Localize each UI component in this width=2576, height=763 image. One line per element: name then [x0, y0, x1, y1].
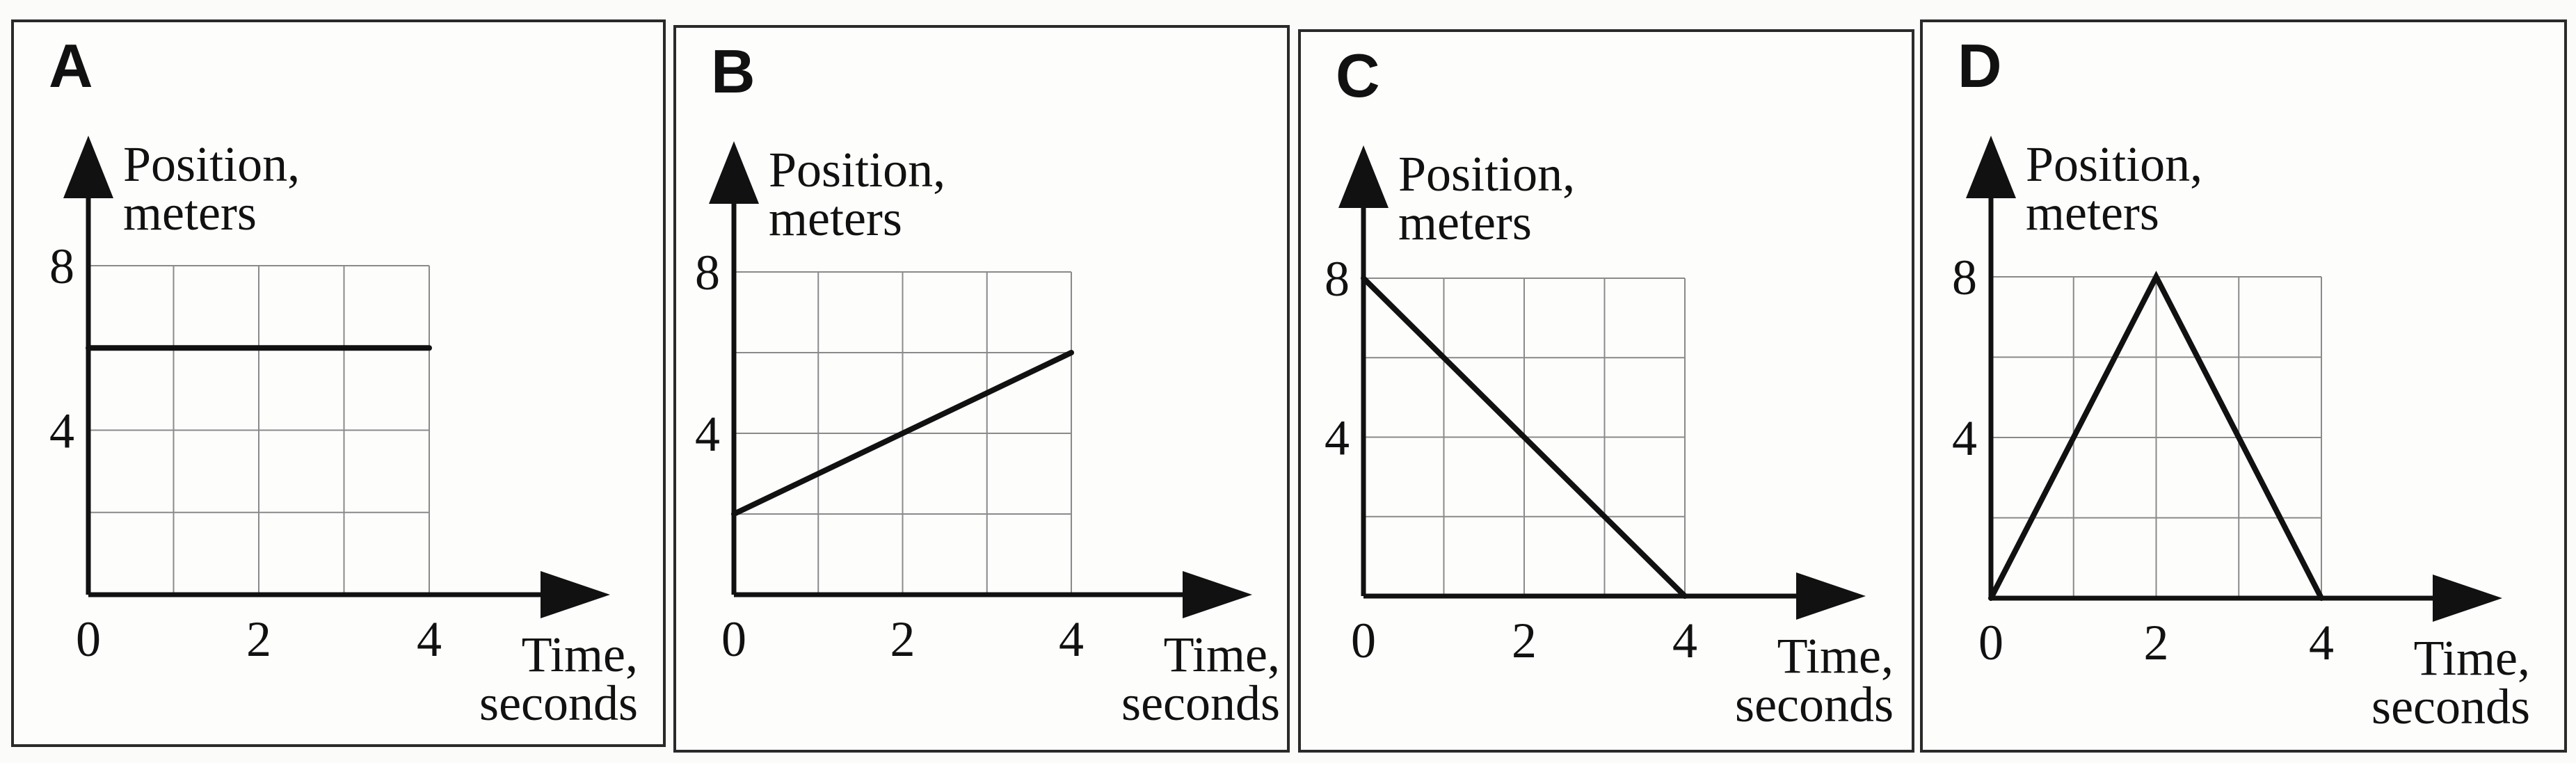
x-axis-arrow-icon — [2433, 575, 2502, 622]
x-axis-arrow-icon — [1183, 571, 1252, 618]
y-axis-arrow-icon — [63, 136, 113, 198]
x-tick-label: 4 — [1059, 611, 1084, 667]
x-tick-label: 2 — [2144, 615, 2169, 670]
x-axis-label-line1: Time, — [1777, 628, 1894, 684]
y-axis-label-line1: Position, — [123, 136, 300, 192]
y-tick-label: 8 — [695, 245, 720, 300]
position-time-line — [1361, 275, 1688, 599]
x-axis-label-line2: seconds — [2371, 679, 2530, 734]
x-axis-label-line1: Time, — [522, 627, 638, 682]
y-tick-label: 8 — [1325, 251, 1350, 307]
y-axis-arrow-icon — [709, 141, 759, 204]
y-axis-label-line2: meters — [123, 185, 257, 241]
y-axis-label-line1: Position, — [1398, 146, 1575, 202]
x-tick-label: 2 — [1512, 613, 1537, 668]
x-tick-label: 4 — [2309, 615, 2334, 670]
x-axis-arrow-icon — [1796, 572, 1866, 620]
y-axis-label-line2: meters — [1398, 195, 1532, 250]
panel-b-letter: B — [711, 37, 755, 106]
y-axis-label-line1: Position, — [769, 142, 945, 198]
x-tick-label: 0 — [1978, 615, 2003, 670]
y-tick-label: 4 — [1325, 410, 1350, 466]
panel-d-border — [1920, 19, 2567, 753]
panel-c-border — [1298, 29, 1914, 753]
panel-d-letter: D — [1958, 31, 2002, 100]
x-tick-label: 2 — [890, 611, 915, 667]
y-tick-label: 4 — [49, 403, 74, 459]
position-time-line — [731, 350, 1074, 517]
y-tick-label: 4 — [1952, 410, 1977, 466]
x-tick-label: 4 — [417, 611, 442, 667]
y-axis-label-line1: Position, — [2026, 136, 2202, 192]
x-axis-label-line1: Time, — [1164, 627, 1280, 682]
y-axis-label-line2: meters — [2026, 185, 2159, 241]
y-tick-label: 4 — [695, 406, 720, 462]
panel-a-letter: A — [49, 31, 93, 100]
y-axis-label-line2: meters — [769, 191, 902, 246]
y-axis-arrow-icon — [1338, 145, 1389, 208]
y-tick-label: 8 — [1952, 250, 1977, 305]
x-axis-label-line2: seconds — [1121, 675, 1280, 731]
x-tick-label: 0 — [76, 611, 101, 667]
panel-c-letter: C — [1336, 41, 1380, 110]
x-tick-label: 0 — [1351, 613, 1376, 668]
panel-b-border — [673, 25, 1290, 753]
x-axis-label-line2: seconds — [1735, 677, 1894, 732]
y-axis-arrow-icon — [1966, 136, 2016, 198]
x-tick-label: 4 — [1672, 613, 1697, 668]
position-time-line — [1988, 271, 2324, 601]
x-tick-label: 2 — [246, 611, 271, 667]
x-axis-label-line1: Time, — [2414, 630, 2530, 686]
x-axis-arrow-icon — [541, 571, 610, 618]
x-tick-label: 0 — [721, 611, 746, 667]
y-tick-label: 8 — [49, 239, 74, 294]
panel-a-border — [11, 19, 666, 747]
x-axis-label-line2: seconds — [479, 675, 638, 731]
